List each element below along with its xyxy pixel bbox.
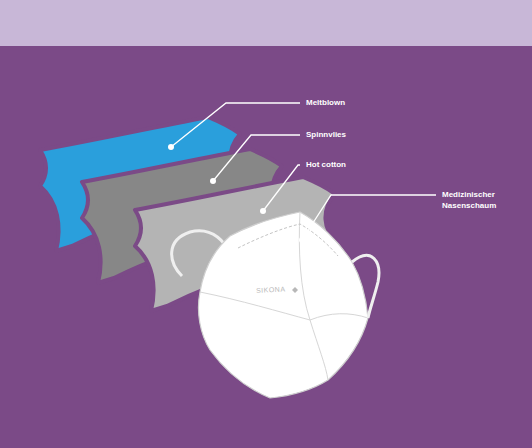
nose-foam [238,224,338,256]
background [0,46,532,448]
leader-line [213,135,300,181]
logo-diamond [292,287,298,293]
layer-label: Medizinischer Nasenschaum [442,189,508,211]
layer-label: Spinnvlies [306,129,346,140]
leader-dots [168,144,305,243]
leader-line [302,195,436,240]
leader-line [171,103,300,147]
ffp2-mask [172,212,379,398]
ear-loop [352,255,379,318]
leader-line [263,165,300,211]
fold-line [310,314,368,320]
layer-label: Meltblown [306,97,345,108]
header-band [0,0,532,46]
leader-lines [171,103,436,240]
fold-line [200,292,310,320]
mask-body [198,212,368,398]
layer-label: Hot cotton [306,159,346,170]
